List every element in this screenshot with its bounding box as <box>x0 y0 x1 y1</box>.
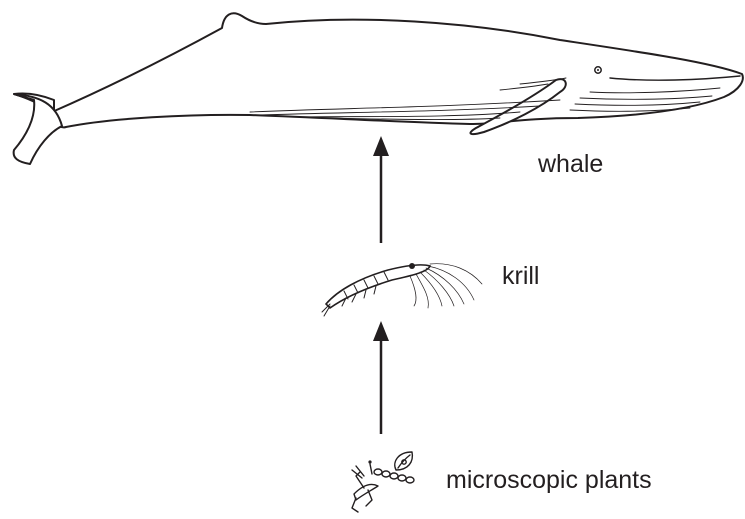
arrow-plants-to-krill <box>373 321 389 434</box>
microscopic-plants-icon <box>352 452 414 512</box>
whale-label: whale <box>538 150 603 179</box>
whale-icon <box>14 13 743 164</box>
krill-icon <box>322 263 482 316</box>
arrow-krill-to-whale <box>373 136 389 243</box>
microscopic-plants-label: microscopic plants <box>446 466 652 495</box>
krill-label: krill <box>502 262 540 291</box>
